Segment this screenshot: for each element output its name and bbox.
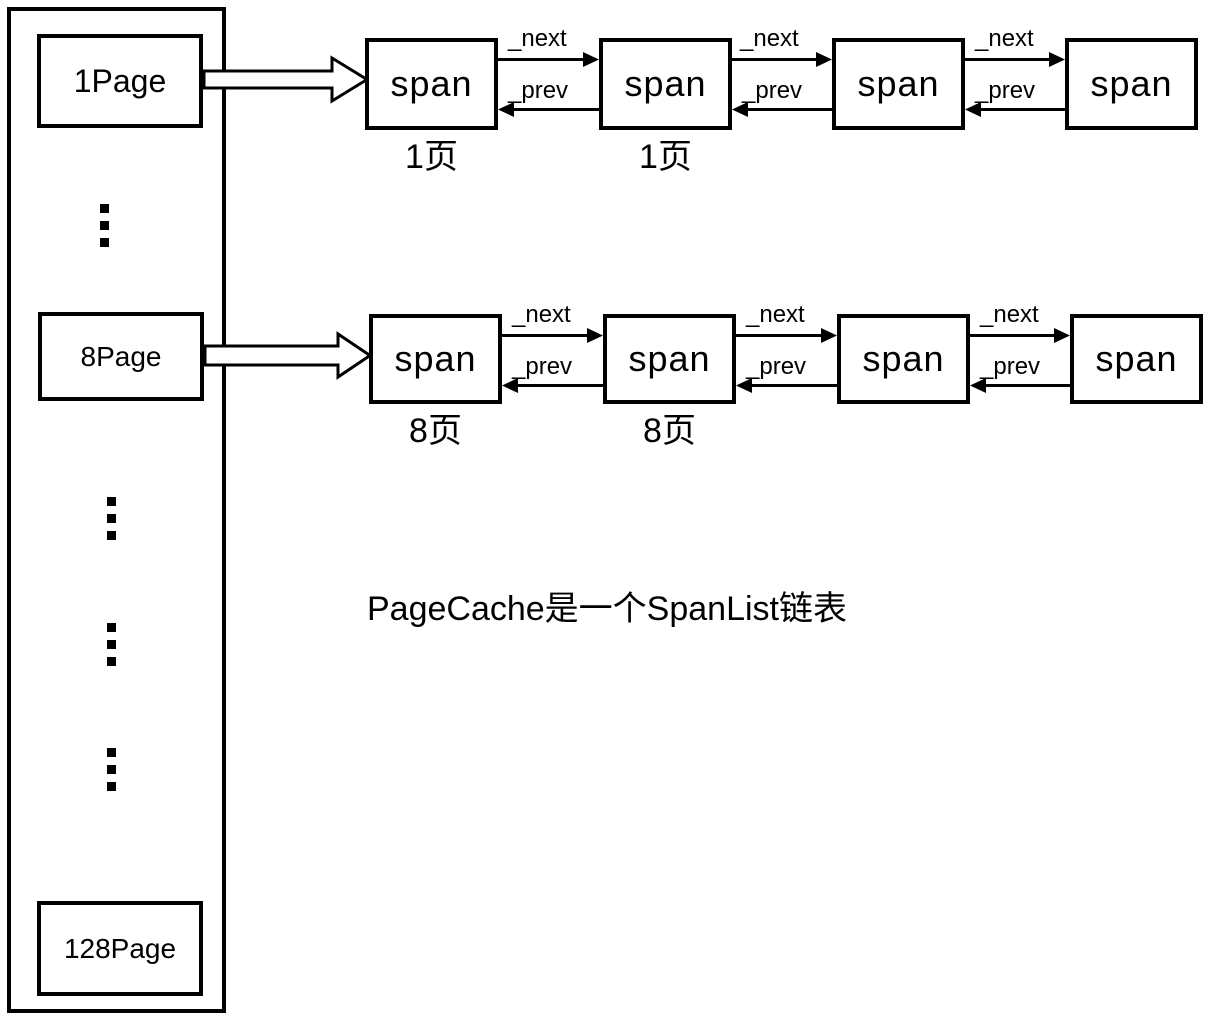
span-node-label: span (394, 338, 477, 379)
span-node-label: span (1090, 63, 1173, 104)
span-page-count-label: 8页 (409, 412, 462, 450)
vertical-ellipsis-icon (107, 497, 116, 540)
span-node: span (832, 38, 965, 130)
page-bucket-128page-label: 128Page (63, 932, 177, 964)
prev-arrowhead-icon (498, 102, 514, 117)
vertical-ellipsis-icon (107, 748, 116, 791)
next-arrowhead-icon (816, 52, 832, 67)
prev-arrowhead-icon (732, 102, 748, 117)
prev-pointer-label: _prev (742, 77, 803, 104)
next-pointer-label: _next (975, 25, 1034, 52)
span-node-label: span (390, 63, 473, 104)
next-pointer-label: _next (980, 301, 1039, 328)
span-node-label: span (862, 338, 945, 379)
prev-arrowhead-icon (965, 102, 981, 117)
page-bucket-1page: 1Page (37, 34, 203, 128)
span-page-count-label: 1页 (405, 138, 458, 176)
next-arrowhead-icon (1054, 328, 1070, 343)
bucket-arrow-row2-icon (203, 331, 373, 380)
page-bucket-8page: 8Page (38, 312, 204, 401)
next-pointer-label: _next (512, 301, 571, 328)
prev-arrowhead-icon (502, 378, 518, 393)
vertical-ellipsis-icon (100, 204, 109, 247)
prev-pointer-label: _prev (512, 353, 573, 380)
span-node: span (1070, 314, 1203, 404)
prev-pointer-label: _prev (746, 353, 807, 380)
diagram-caption: PageCache是一个SpanList链表 (367, 590, 848, 628)
next-arrowhead-icon (821, 328, 837, 343)
span-node-label: span (628, 338, 711, 379)
page-bucket-1page-label: 1Page (73, 62, 167, 99)
span-node: span (599, 38, 732, 130)
next-arrowhead-icon (1049, 52, 1065, 67)
page-bucket-128page: 128Page (37, 901, 203, 996)
prev-pointer-label: _prev (980, 353, 1041, 380)
pagecache-bucket-column (7, 7, 226, 1013)
span-node: span (1065, 38, 1198, 130)
span-node: span (837, 314, 970, 404)
prev-pointer-label: _prev (975, 77, 1036, 104)
span-node: span (365, 38, 498, 130)
span-node-label: span (624, 63, 707, 104)
next-pointer-label: _next (746, 301, 805, 328)
span-node-label: span (1095, 338, 1178, 379)
next-pointer-label: _next (508, 25, 567, 52)
next-arrowhead-icon (587, 328, 603, 343)
span-node: span (603, 314, 736, 404)
prev-arrowhead-icon (970, 378, 986, 393)
prev-pointer-label: _prev (508, 77, 569, 104)
span-page-count-label: 8页 (643, 412, 696, 450)
next-pointer-label: _next (740, 25, 799, 52)
page-bucket-8page-label: 8Page (80, 340, 162, 372)
bucket-arrow-row1-icon (202, 55, 370, 104)
vertical-ellipsis-icon (107, 623, 116, 666)
prev-arrowhead-icon (736, 378, 752, 393)
next-arrowhead-icon (583, 52, 599, 67)
span-node: span (369, 314, 502, 404)
span-page-count-label: 1页 (639, 138, 692, 176)
span-node-label: span (857, 63, 940, 104)
